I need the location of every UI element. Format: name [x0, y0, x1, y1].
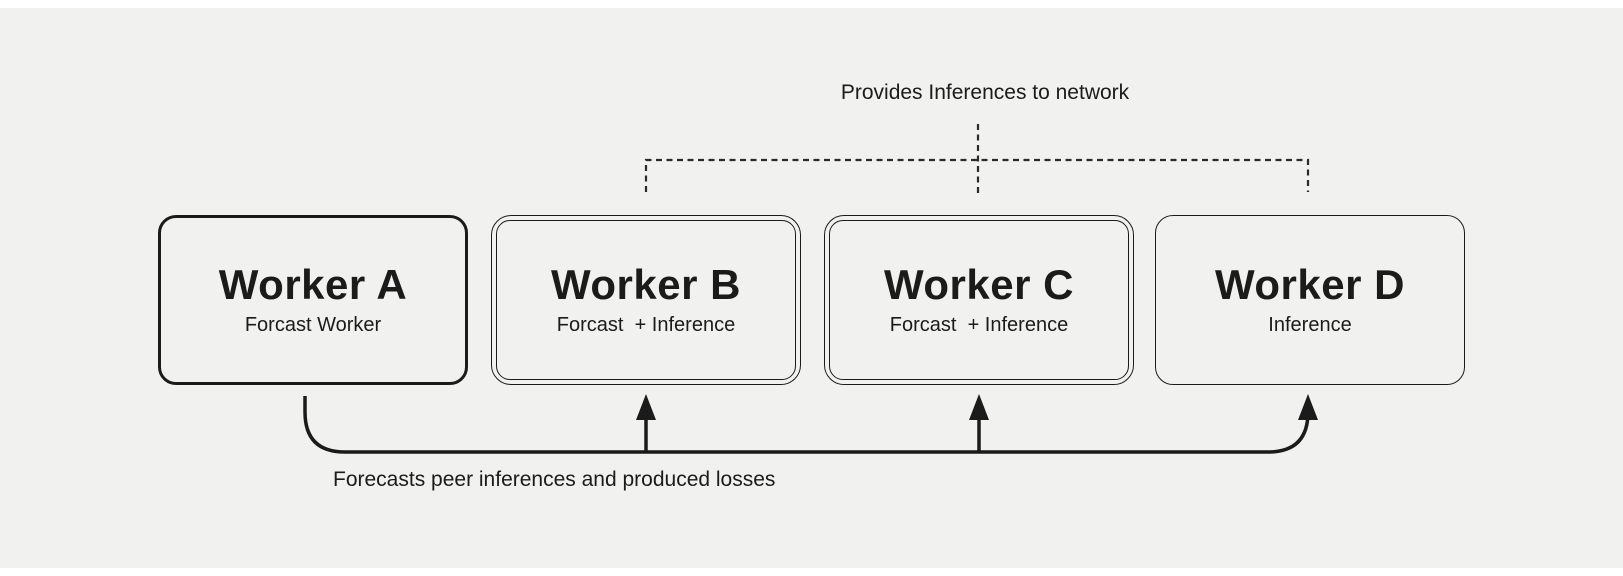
arrowhead-worker-c-icon	[969, 394, 989, 420]
main-curved-line	[303, 396, 1310, 454]
forecasts-losses-label: Forecasts peer inferences and produced l…	[333, 468, 776, 491]
provides-inferences-label: Provides Inferences to network	[840, 81, 1130, 104]
worker-box-c: Worker C Forcast + Inference	[824, 215, 1134, 385]
worker-d-title: Worker D	[1215, 260, 1405, 308]
arrowhead-worker-b-icon	[636, 394, 656, 420]
arrowhead-worker-d-icon	[1298, 394, 1318, 420]
arrowheads	[636, 394, 1318, 420]
worker-a-role: Forcast Worker	[244, 314, 382, 337]
forecast-arrow-path	[303, 396, 1310, 454]
worker-a-title: Worker A	[218, 260, 408, 308]
worker-box-a: Worker A Forcast Worker	[158, 215, 468, 385]
worker-b-role: Forcast + Inference	[556, 314, 736, 337]
inference-bracket-dashed	[644, 124, 1310, 194]
worker-box-b: Worker B Forcast + Inference	[491, 215, 801, 385]
worker-box-c-inner-border: Worker C Forcast + Inference	[829, 220, 1129, 380]
worker-c-title: Worker C	[884, 260, 1074, 308]
worker-d-role: Inference	[1268, 314, 1352, 337]
worker-c-role: Forcast + Inference	[889, 314, 1069, 337]
worker-box-d: Worker D Inference	[1155, 215, 1465, 385]
worker-b-title: Worker B	[551, 260, 741, 308]
worker-box-b-inner-border: Worker B Forcast + Inference	[496, 220, 796, 380]
